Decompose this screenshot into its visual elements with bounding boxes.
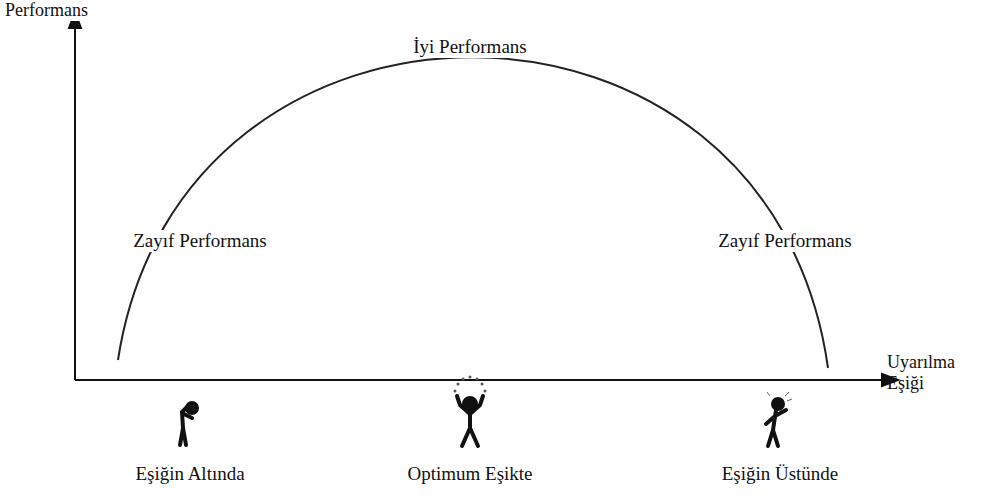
figure-caption: Eşiğin Altında	[132, 463, 247, 485]
figure-caption: Optimum Eşikte	[404, 463, 535, 485]
stress-marks	[767, 392, 792, 401]
anxious-figure	[766, 399, 786, 446]
curve-side-label: Zayıf Performans	[715, 230, 854, 252]
y-axis	[74, 24, 76, 380]
performance-curve	[118, 57, 828, 368]
curve-side-label: Zayıf Performans	[130, 230, 269, 252]
juggling-dots	[454, 376, 487, 393]
bored-figure	[180, 403, 197, 445]
optimal-figure	[457, 396, 483, 446]
figure-caption: Eşiğin Üstünde	[719, 463, 842, 485]
x-axis	[75, 379, 885, 381]
axis-title: Performans	[2, 0, 91, 21]
axis-title: Uyarılma Eşiği	[884, 352, 968, 393]
curve-peak-label: İyi Performans	[410, 36, 529, 58]
